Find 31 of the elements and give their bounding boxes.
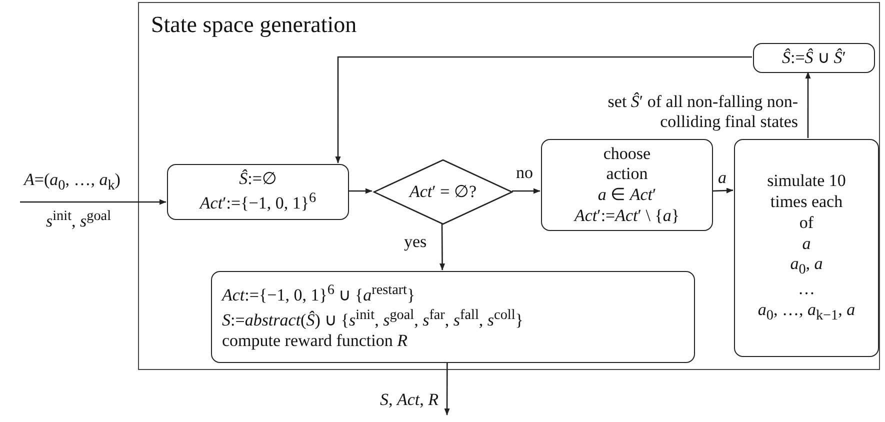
- arrow: [439, 224, 446, 270]
- process-box: [211, 271, 695, 363]
- arrow: [335, 56, 752, 164]
- step-text: Act′:=Act′ \ {a}: [574, 206, 680, 226]
- input-label: s$^{init}$, s$^{goal}$: [44, 208, 114, 232]
- step-text: Act′:={−1, 0, 1}$^{6}$: [200, 190, 316, 215]
- arrow: [20, 199, 166, 205]
- step-text: …: [798, 279, 815, 300]
- process-box: [167, 164, 349, 220]
- edge-label: set Ŝ′ of all non-falling non-colliding final states: [606, 92, 799, 133]
- step-text: Act:={−1, 0, 1}$^{6}$ ∪ {a$^{restart}$}: [222, 282, 416, 307]
- step-text: Act′ = ∅?: [409, 182, 476, 202]
- step-text: compute reward function R: [222, 331, 408, 352]
- step-text: Ŝ:=Ŝ ∪ Ŝ′: [782, 48, 846, 68]
- arrow: [444, 362, 450, 416]
- process-box: [753, 43, 875, 73]
- step-text: a ∈ Act′: [598, 185, 656, 206]
- arrow: [805, 72, 811, 138]
- step-text: a$_{0}$, a: [790, 254, 823, 280]
- arrow: [348, 188, 372, 194]
- process-box: [734, 139, 879, 357]
- process-box: [541, 139, 713, 231]
- group-title: State space generation: [151, 11, 357, 39]
- arrow: [512, 188, 540, 194]
- step-text: a: [802, 234, 811, 254]
- decision-diamond: [373, 159, 513, 225]
- step-text: Ŝ:=∅: [239, 169, 277, 190]
- arrow: [712, 188, 734, 194]
- step-text: S:=abstract(Ŝ) ∪ {s$^{init}$, s$^{goal}$, s$^{far}$, s$^{fall}$, s$^{coll}$}: [222, 306, 524, 332]
- step-text: a$_{0}$, …, a$_{k−1}$, a: [758, 300, 856, 324]
- group-frame: [138, 2, 880, 370]
